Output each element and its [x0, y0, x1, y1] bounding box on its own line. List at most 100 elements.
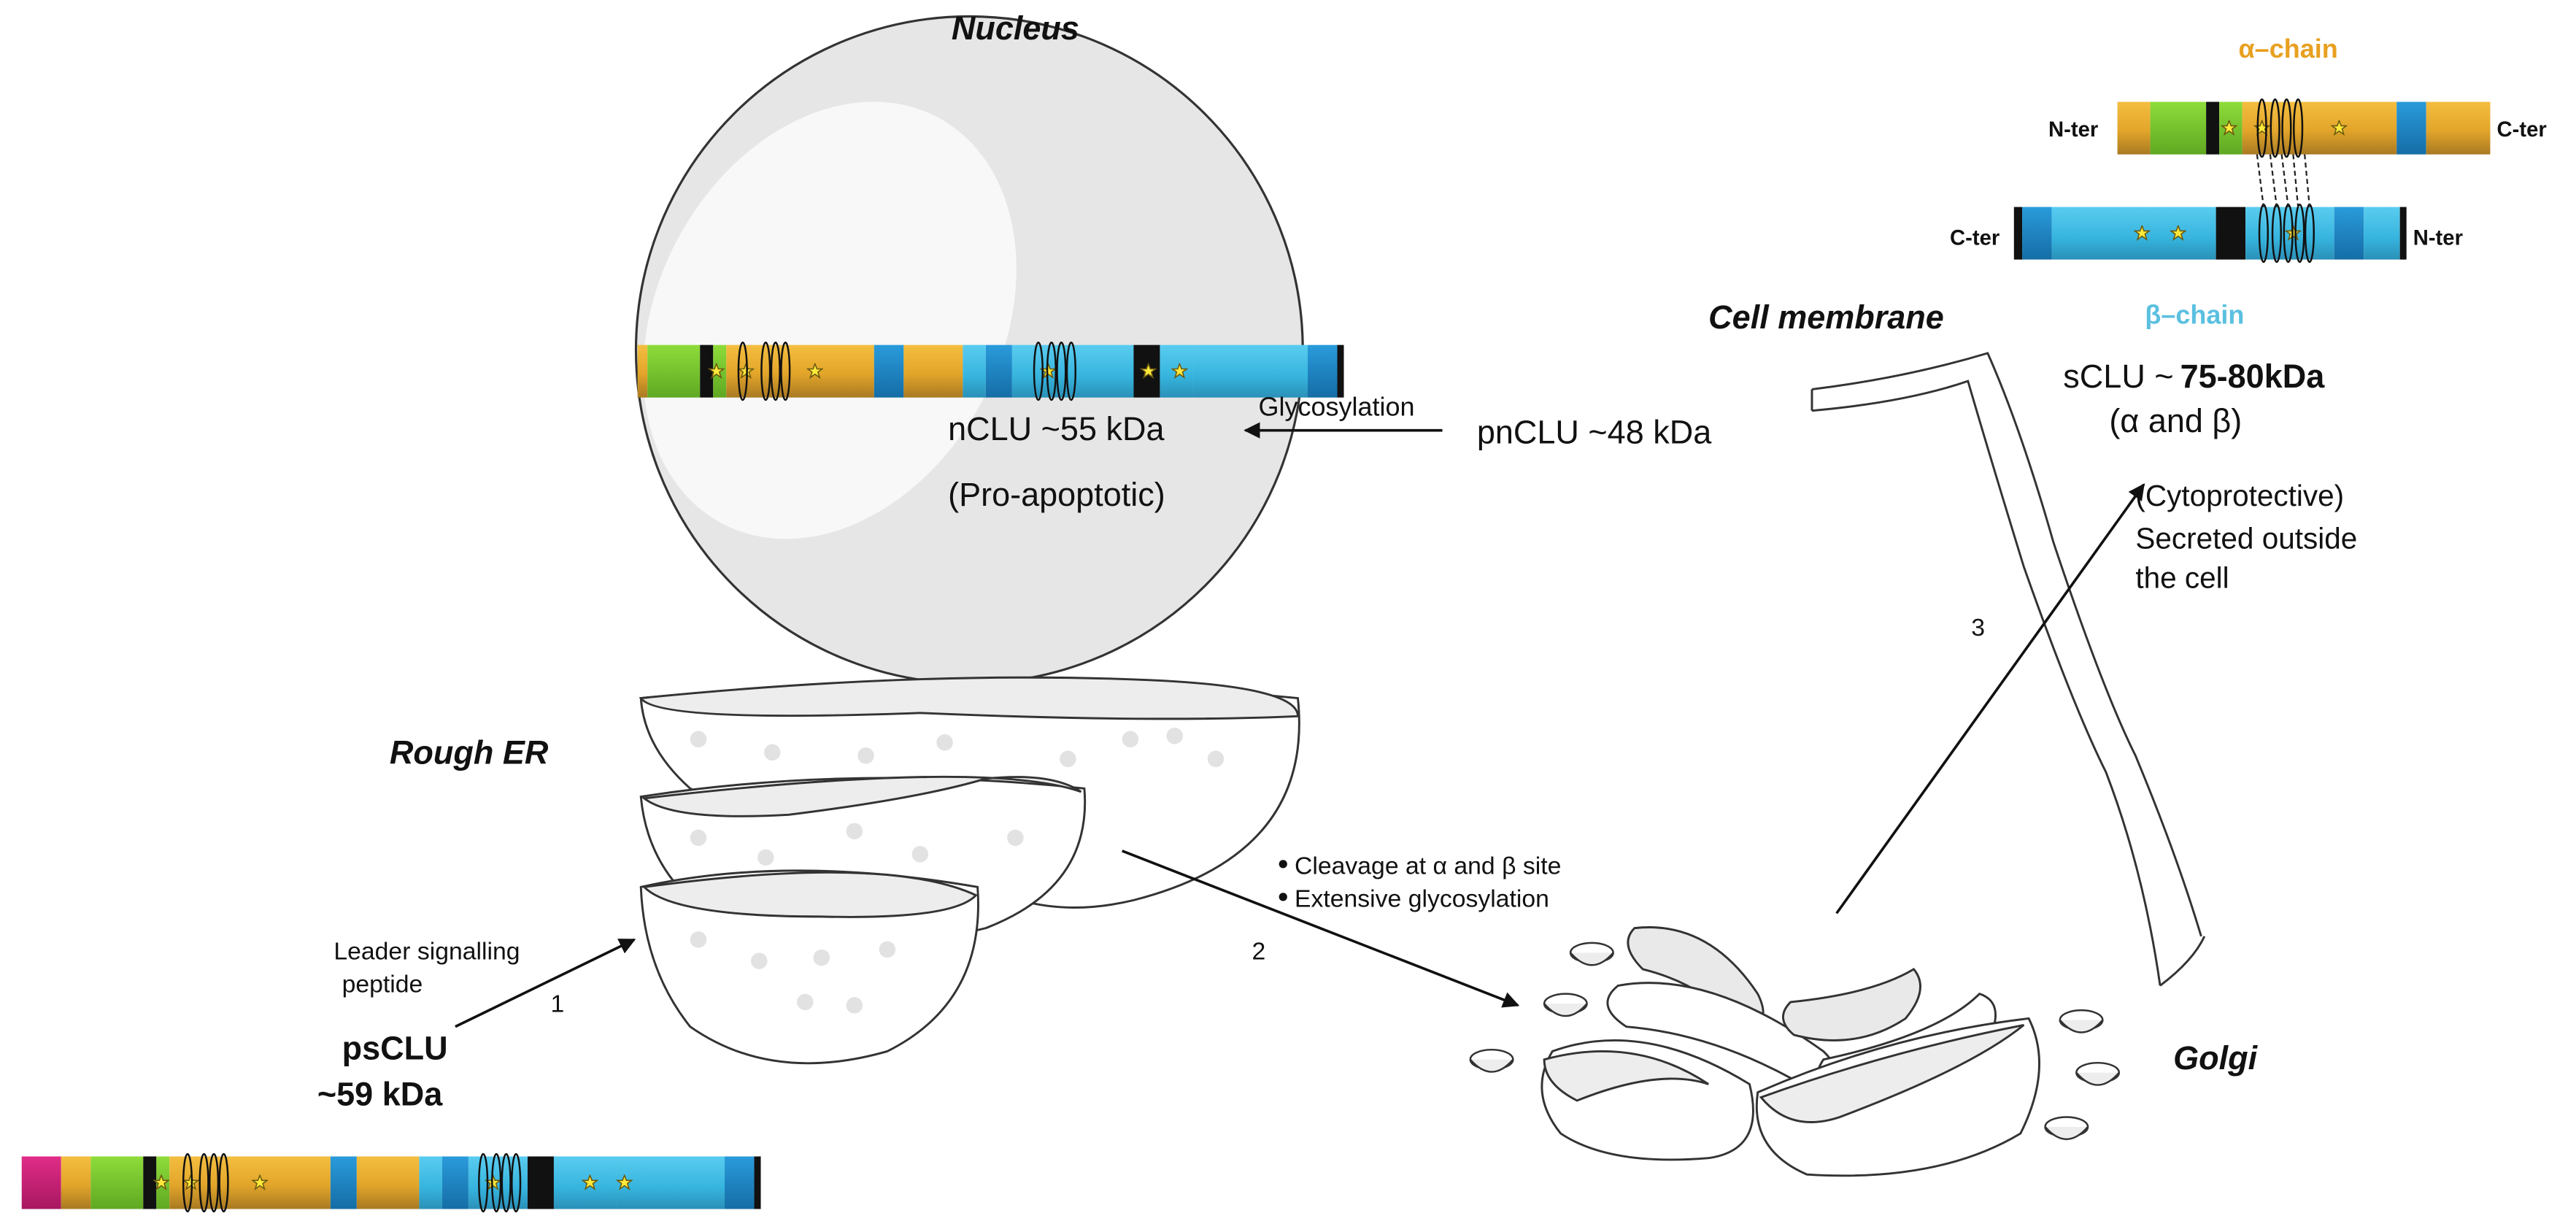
domain-segment — [169, 1156, 331, 1209]
domain-segment — [903, 344, 963, 398]
alpha-chain-bar — [2117, 98, 2491, 158]
cleavage-label: Cleavage at α and β site — [1295, 852, 1561, 879]
domain-segment — [2051, 207, 2216, 260]
coiled-coil-icon — [737, 342, 748, 401]
domain-segment — [1308, 344, 1338, 398]
domain-segment — [637, 344, 648, 398]
beta-chain-label: β–chain — [2145, 299, 2244, 329]
coiled-coil-icon — [511, 1152, 522, 1213]
disulfide-links — [2256, 154, 2311, 207]
domain-segment — [2334, 207, 2364, 260]
coiled-coil-icon — [478, 1152, 489, 1213]
domain-segment — [61, 1156, 91, 1209]
coiled-coil-icon — [501, 1152, 512, 1213]
coiled-coil-icon — [770, 342, 781, 401]
domain-segment — [2364, 207, 2400, 260]
domain-segment — [2396, 101, 2426, 155]
sclu-chains-label: (α and β) — [2109, 402, 2242, 439]
domain-segment — [2216, 207, 2246, 260]
glyco-label: Extensive glycosylation — [1295, 885, 1549, 912]
nclu-role-label: (Pro-apoptotic) — [948, 476, 1165, 513]
domain-segment — [874, 344, 904, 398]
coiled-coil-icon — [208, 1152, 220, 1213]
domain-segment — [330, 1156, 357, 1209]
domain-segment — [2206, 101, 2220, 155]
sclu-size: 75-80kDa — [2180, 358, 2326, 395]
coiled-coil-icon — [198, 1152, 209, 1213]
domain-segment — [90, 1156, 144, 1209]
domain-segment — [2426, 101, 2491, 155]
ribosomes — [690, 728, 1225, 1014]
domain-segment — [2245, 207, 2266, 260]
sclu-label: sCLU ~75-80kDa — [2063, 358, 2325, 395]
domain-segment — [441, 1156, 468, 1209]
domain-segment — [356, 1156, 420, 1209]
domain-segment — [21, 1156, 61, 1209]
golgi — [1540, 926, 2040, 1177]
alpha-n-ter-label: N-ter — [2048, 118, 2098, 142]
sclu-secreted-label-1: Secreted outside — [2135, 522, 2357, 555]
pnclu-label: pnCLU ~48 kDa — [1477, 414, 1712, 451]
alpha-c-ter-label: C-ter — [2496, 118, 2546, 142]
domain-segment — [1337, 344, 1344, 398]
coiled-coil-icon — [182, 1152, 193, 1213]
domain-segment — [143, 1156, 157, 1209]
psclu-size-label: ~59 kDa — [317, 1076, 443, 1113]
coiled-coil-icon — [1065, 342, 1077, 401]
leader-peptide-label-1: Leader signalling — [333, 937, 520, 965]
beta-n-ter-label: N-ter — [2413, 226, 2463, 250]
coiled-coil-icon — [2294, 203, 2305, 263]
sclu-prefix: sCLU ~ — [2063, 358, 2173, 395]
step3-label: 3 — [1971, 614, 1985, 642]
bullet-1 — [1279, 860, 1287, 869]
coiled-coil-icon — [2270, 98, 2280, 158]
nclu-label: nCLU ~55 kDa — [948, 410, 1165, 447]
beta-chain-bar — [2013, 203, 2407, 263]
domain-segment — [963, 344, 986, 398]
cell-membrane — [1810, 352, 2206, 987]
domain-segment — [2265, 207, 2334, 260]
domain-segment — [2022, 207, 2052, 260]
sclu-role-label: (Cytoprotective) — [2135, 479, 2344, 512]
coiled-coil-icon — [1033, 342, 1044, 401]
coiled-coil-icon — [2293, 98, 2304, 158]
coiled-coil-icon — [2256, 98, 2267, 158]
coiled-coil-icon — [2281, 98, 2292, 158]
coiled-coil-icon — [218, 1152, 229, 1213]
domain-segment — [616, 1156, 725, 1209]
coiled-coil-icon — [760, 342, 771, 401]
domain-segment — [700, 344, 714, 398]
domain-segment — [527, 1156, 554, 1209]
bullet-2 — [1279, 893, 1287, 901]
coiled-coil-icon — [1056, 342, 1067, 401]
domain-segment — [2150, 101, 2207, 155]
step1-arrow — [455, 938, 636, 1028]
step2-label: 2 — [1252, 937, 1265, 965]
psclu-protein-bar — [21, 1152, 761, 1213]
domain-segment — [1011, 344, 1134, 398]
beta-c-ter-label: C-ter — [1950, 226, 2000, 250]
nucleus-label: Nucleus — [952, 9, 1079, 47]
coiled-coil-icon — [780, 342, 791, 401]
step2-arrow — [1122, 850, 1520, 1008]
domain-segment — [647, 344, 701, 398]
cell-membrane-label: Cell membrane — [1708, 299, 1944, 336]
leader-peptide-label-2: peptide — [342, 970, 423, 998]
domain-segment — [754, 1156, 761, 1209]
domain-segment — [419, 1156, 442, 1209]
rough-er — [639, 676, 1300, 1065]
domain-segment — [985, 344, 1012, 398]
golgi-label: Golgi — [2173, 1039, 2258, 1077]
domain-segment — [725, 1156, 755, 1209]
coiled-coil-icon — [1046, 342, 1057, 401]
glycosylation-label: Glycosylation — [1258, 391, 1414, 421]
domain-segment — [1192, 344, 1308, 398]
domain-segment — [2399, 207, 2407, 260]
golgi-vesicles — [1469, 942, 2121, 1140]
domain-segment — [2117, 101, 2151, 155]
step3-arrow — [1835, 483, 2145, 915]
alpha-chain-label: α–chain — [2239, 34, 2338, 63]
domain-segment — [2013, 207, 2023, 260]
step1-label: 1 — [550, 990, 564, 1017]
